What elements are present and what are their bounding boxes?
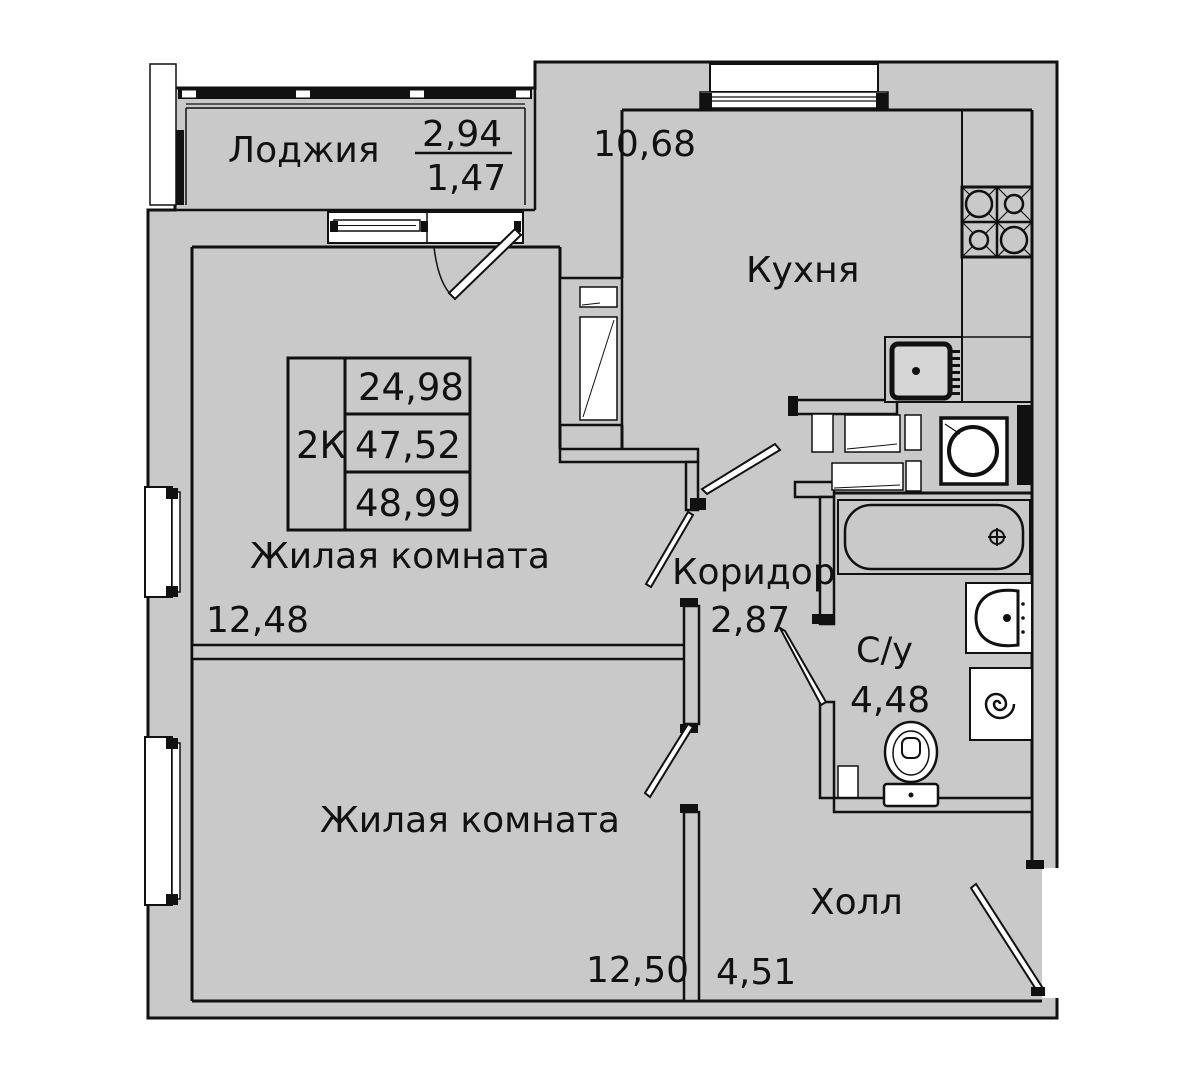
corridor-label: Коридор [672, 552, 836, 593]
corridor-closets [811, 413, 922, 492]
loggia-area-fraction: 2,94 1,47 [415, 114, 512, 199]
entrance-door [969, 860, 1046, 996]
hall-label: Холл [810, 882, 903, 923]
kitchen-door-hinge [690, 498, 706, 510]
balcony-door-leaf [447, 227, 523, 301]
apartment-info-table: 2К 24,98 47,52 48,99 [286, 356, 472, 532]
balcony-door-unit [327, 211, 524, 301]
wall-corridor-north [793, 398, 899, 416]
apartment-area-value: 47,52 [355, 424, 461, 467]
room2-area: 12,50 [586, 950, 689, 991]
neighbor-partition [149, 63, 177, 206]
bathtub-icon [837, 499, 1031, 575]
wall-bath-connector [793, 480, 836, 499]
kitchen-sink-icon [884, 336, 963, 403]
living-area-value: 24,98 [358, 366, 464, 409]
toilet-icon [882, 720, 940, 808]
vent-shaft [558, 276, 624, 427]
stove-icon [960, 185, 1034, 259]
total-area-value: 48,99 [355, 482, 461, 525]
wall-cap [788, 396, 798, 416]
wall-cap [680, 804, 698, 813]
window-room2 [144, 736, 181, 906]
wall-stub-corridor [682, 604, 701, 726]
wall-bath-west-lower [818, 700, 836, 800]
corridor-area: 2,87 [710, 600, 790, 641]
apartment-type-label: 2К [296, 424, 346, 467]
window-kitchen [699, 63, 889, 109]
room2-door-leaf [643, 722, 695, 799]
wall-room-divider [190, 643, 689, 661]
wall-washer-east [1017, 405, 1033, 485]
bathroom-area: 4,48 [850, 680, 930, 721]
room1-area: 12,48 [206, 600, 309, 641]
loggia-label: Лоджия [228, 130, 379, 171]
loggia-area-bottom: 1,47 [426, 158, 506, 199]
bathroom-door-leaf [777, 625, 828, 707]
kitchen-door-leaf [700, 442, 782, 496]
stub-cap-top [680, 598, 698, 607]
bathroom-label: С/у [856, 631, 913, 671]
water-heater-icon [969, 667, 1033, 741]
bath-niche [837, 765, 859, 801]
loggia-glazing [176, 89, 532, 205]
hall-area: 4,51 [716, 952, 796, 993]
bath-door-jamb [812, 614, 834, 624]
wall-kitchen-south [558, 447, 700, 464]
kitchen-area: 10,68 [593, 124, 696, 165]
washbasin-icon [965, 582, 1033, 654]
washing-machine-icon [939, 416, 1009, 486]
room1-door-leaf [644, 510, 695, 589]
room2-label: Жилая комната [320, 800, 620, 841]
loggia-area-top: 2,94 [422, 114, 502, 155]
entrance-opening [1042, 868, 1064, 998]
window-room1 [144, 486, 181, 598]
kitchen-label: Кухня [746, 250, 859, 291]
room1-label: Жилая комната [250, 536, 550, 577]
loggia-floor-edges [175, 107, 535, 212]
